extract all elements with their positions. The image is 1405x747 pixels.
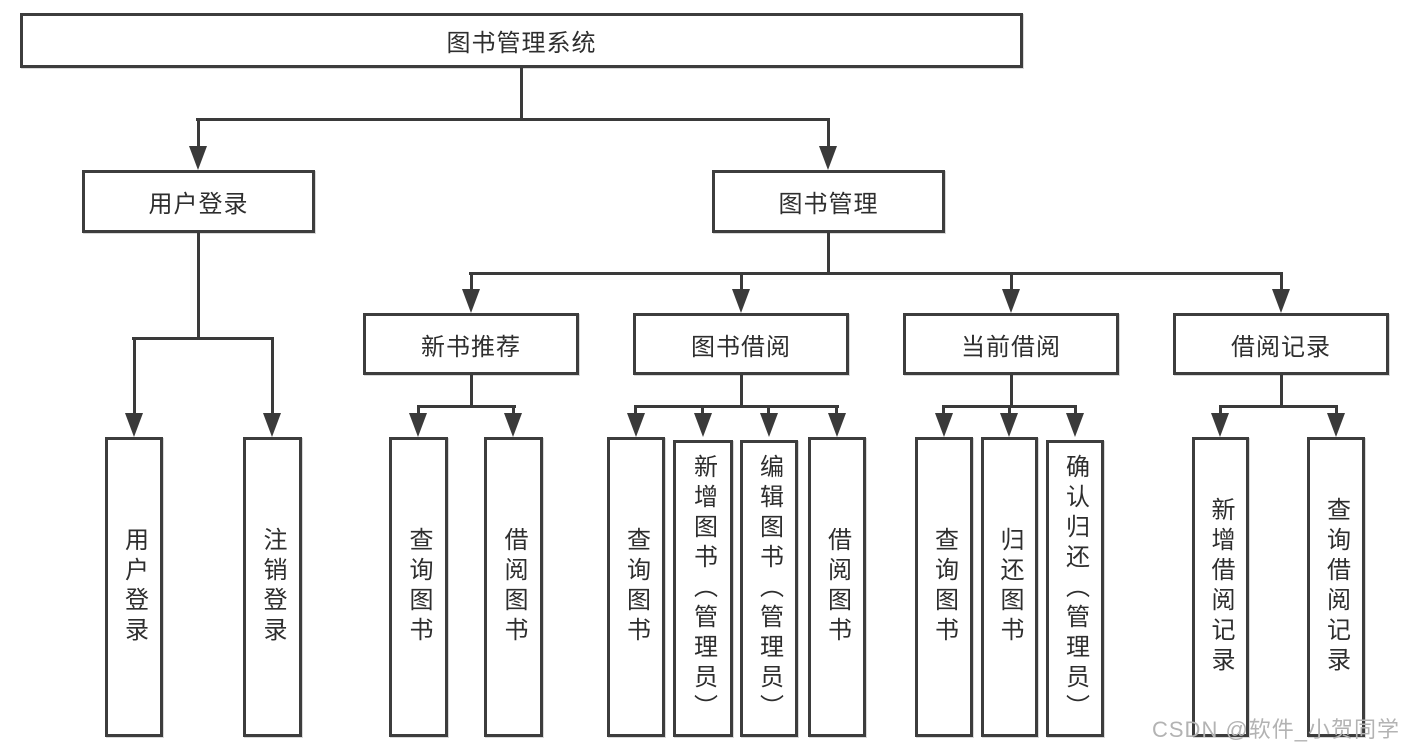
arrow-down-icon — [819, 146, 837, 170]
leaf-confirm-return-admin: 确认归还（管理员） — [1046, 440, 1104, 737]
connector-drop-leaf — [1008, 405, 1011, 415]
leaf-query-books: 查询图书 — [607, 437, 665, 737]
connector-drop-current-borrow — [1010, 272, 1013, 289]
node-user-login-module: 用户登录 — [82, 170, 315, 233]
leaf-query-books: 查询图书 — [915, 437, 973, 737]
arrow-down-icon — [1000, 413, 1018, 437]
arrow-down-icon — [1211, 413, 1229, 437]
connector-user-login-trunk — [197, 233, 200, 337]
connector-book-mgmt-trunk — [827, 233, 830, 272]
arrow-down-icon — [828, 413, 846, 437]
connector-drop-new-books — [470, 272, 473, 289]
connector-drop-leaf — [942, 405, 945, 415]
node-book-management-module: 图书管理 — [712, 170, 945, 233]
leaf-add-books-admin: 新增图书（管理员） — [673, 440, 733, 737]
node-current-borrowing: 当前借阅 — [903, 313, 1119, 375]
connector-drop-leaf — [133, 337, 136, 413]
connector-drop-leaf — [271, 337, 274, 413]
arrow-down-icon — [935, 413, 953, 437]
arrow-down-icon — [760, 413, 778, 437]
connector-drop-user-login — [197, 118, 200, 148]
leaf-borrow-books: 借阅图书 — [808, 437, 866, 737]
connector-user-login-bus — [132, 337, 273, 340]
arrow-down-icon — [263, 413, 281, 437]
leaf-query-books: 查询图书 — [389, 437, 448, 737]
connector-drop-leaf — [767, 405, 770, 415]
arrow-down-icon — [409, 413, 427, 437]
node-root: 图书管理系统 — [20, 13, 1023, 68]
connector-trunk — [470, 375, 473, 405]
connector-drop-borrow-records — [1280, 272, 1283, 289]
connector-drop-leaf — [1335, 405, 1338, 415]
leaf-logout: 注销登录 — [243, 437, 302, 737]
leaf-return-books: 归还图书 — [981, 437, 1038, 737]
node-new-book-recommend: 新书推荐 — [363, 313, 579, 375]
arrow-down-icon — [125, 413, 143, 437]
connector-drop-leaf — [835, 405, 838, 415]
leaf-add-borrow-record: 新增借阅记录 — [1192, 437, 1249, 737]
arrow-down-icon — [462, 289, 480, 313]
connector-bus — [417, 405, 516, 408]
connector-trunk — [1010, 375, 1013, 405]
arrow-down-icon — [732, 289, 750, 313]
arrow-down-icon — [504, 413, 522, 437]
connector-trunk — [740, 375, 743, 405]
connector-root-bus — [196, 118, 830, 121]
connector-drop-leaf — [417, 405, 420, 415]
connector-drop-leaf — [512, 405, 515, 415]
leaf-edit-books-admin: 编辑图书（管理员） — [740, 440, 798, 737]
arrow-down-icon — [1066, 413, 1084, 437]
arrow-down-icon — [1327, 413, 1345, 437]
connector-drop-leaf — [1219, 405, 1222, 415]
connector-drop-book-borrow — [740, 272, 743, 289]
connector-bus — [634, 405, 839, 408]
connector-drop-leaf — [634, 405, 637, 415]
leaf-user-login: 用户登录 — [105, 437, 163, 737]
arrow-down-icon — [189, 146, 207, 170]
connector-drop-book-mgmt — [827, 118, 830, 148]
arrow-down-icon — [694, 413, 712, 437]
node-book-borrowing: 图书借阅 — [633, 313, 849, 375]
connector-bus — [1219, 405, 1338, 408]
node-borrow-records: 借阅记录 — [1173, 313, 1389, 375]
connector-book-mgmt-bus — [469, 272, 1283, 275]
leaf-borrow-books: 借阅图书 — [484, 437, 543, 737]
arrow-down-icon — [627, 413, 645, 437]
connector-root-trunk — [520, 68, 523, 118]
arrow-down-icon — [1272, 289, 1290, 313]
arrow-down-icon — [1002, 289, 1020, 313]
connector-drop-leaf — [1074, 405, 1077, 415]
connector-trunk — [1280, 375, 1283, 405]
connector-drop-leaf — [701, 405, 704, 415]
leaf-query-borrow-record: 查询借阅记录 — [1307, 437, 1365, 737]
csdn-watermark: CSDN @软件_小贺同学 — [1152, 717, 1401, 742]
